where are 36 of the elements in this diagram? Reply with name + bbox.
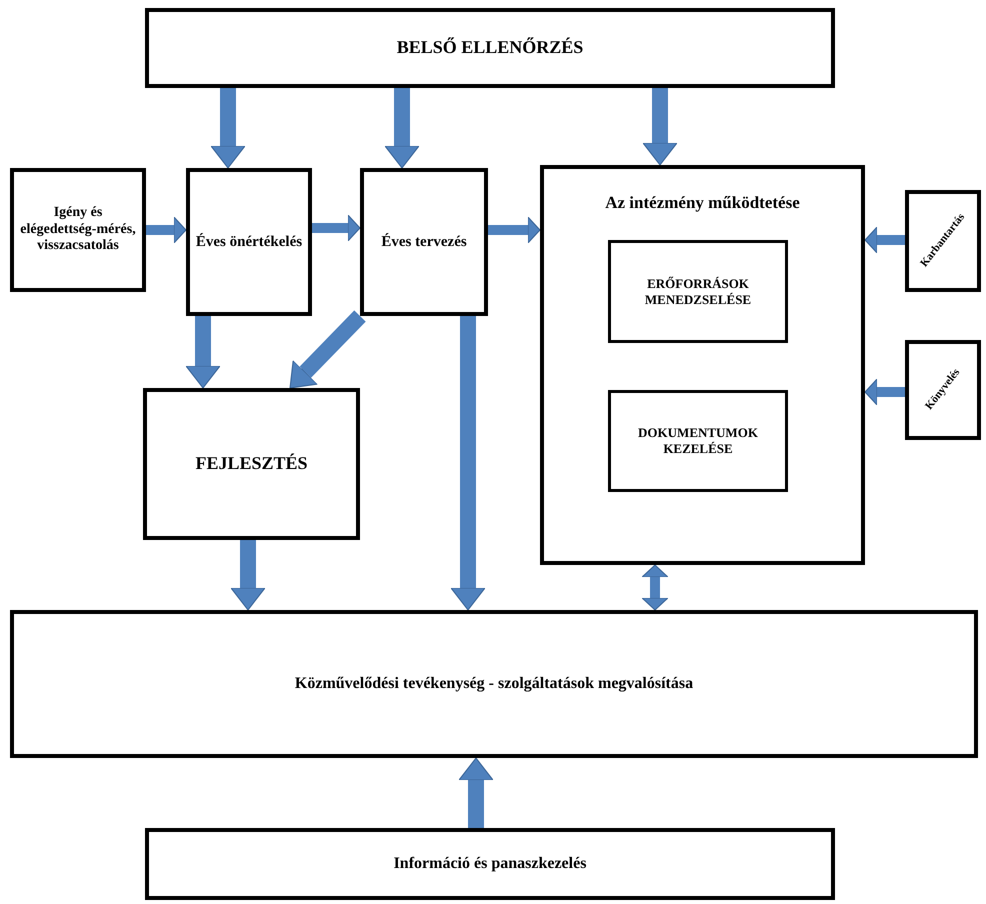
process-box xyxy=(608,390,788,492)
process-box xyxy=(145,828,835,900)
block-arrow xyxy=(864,226,905,254)
box-label: DOKUMENTUMOK KEZELÉSE xyxy=(637,425,759,457)
block-arrow xyxy=(210,88,246,168)
block-arrow xyxy=(146,216,186,244)
process-box xyxy=(186,168,312,316)
process-box xyxy=(145,8,835,88)
process-box xyxy=(360,168,488,316)
block-arrow xyxy=(384,88,420,168)
block-arrow xyxy=(642,564,668,610)
box-label: Az intézmény működtetése xyxy=(605,193,800,214)
box-label: BELSŐ ELLENŐRZÉS xyxy=(396,37,584,59)
box-label: Közművelődési tevékenység - szolgáltatások megvalósítása xyxy=(294,674,694,694)
block-arrow xyxy=(488,216,540,244)
box-label: Éves tervezés xyxy=(381,233,467,251)
block-arrow xyxy=(458,758,494,828)
box-label: Igény és elégedettség-mérés, visszacsatolás xyxy=(19,204,137,256)
block-arrow xyxy=(642,88,678,166)
process-box xyxy=(608,240,788,343)
box-label: Információ és panaszkezelés xyxy=(394,854,586,874)
block-arrow xyxy=(864,378,905,406)
process-box xyxy=(143,388,360,540)
box-label: ERŐFORRÁSOK MENEDZSELÉSE xyxy=(644,276,752,308)
block-arrow xyxy=(230,540,266,610)
block-arrow xyxy=(312,214,360,242)
process-box xyxy=(10,610,978,758)
process-box xyxy=(905,190,981,292)
block-arrow xyxy=(186,316,220,388)
box-label: Éves önértékelés xyxy=(196,233,302,251)
box-label: FEJLESZTÉS xyxy=(195,453,308,475)
container-box xyxy=(540,165,865,565)
process-box xyxy=(905,340,981,440)
block-arrow xyxy=(290,310,366,388)
block-arrow xyxy=(450,316,486,610)
process-box xyxy=(10,168,146,292)
